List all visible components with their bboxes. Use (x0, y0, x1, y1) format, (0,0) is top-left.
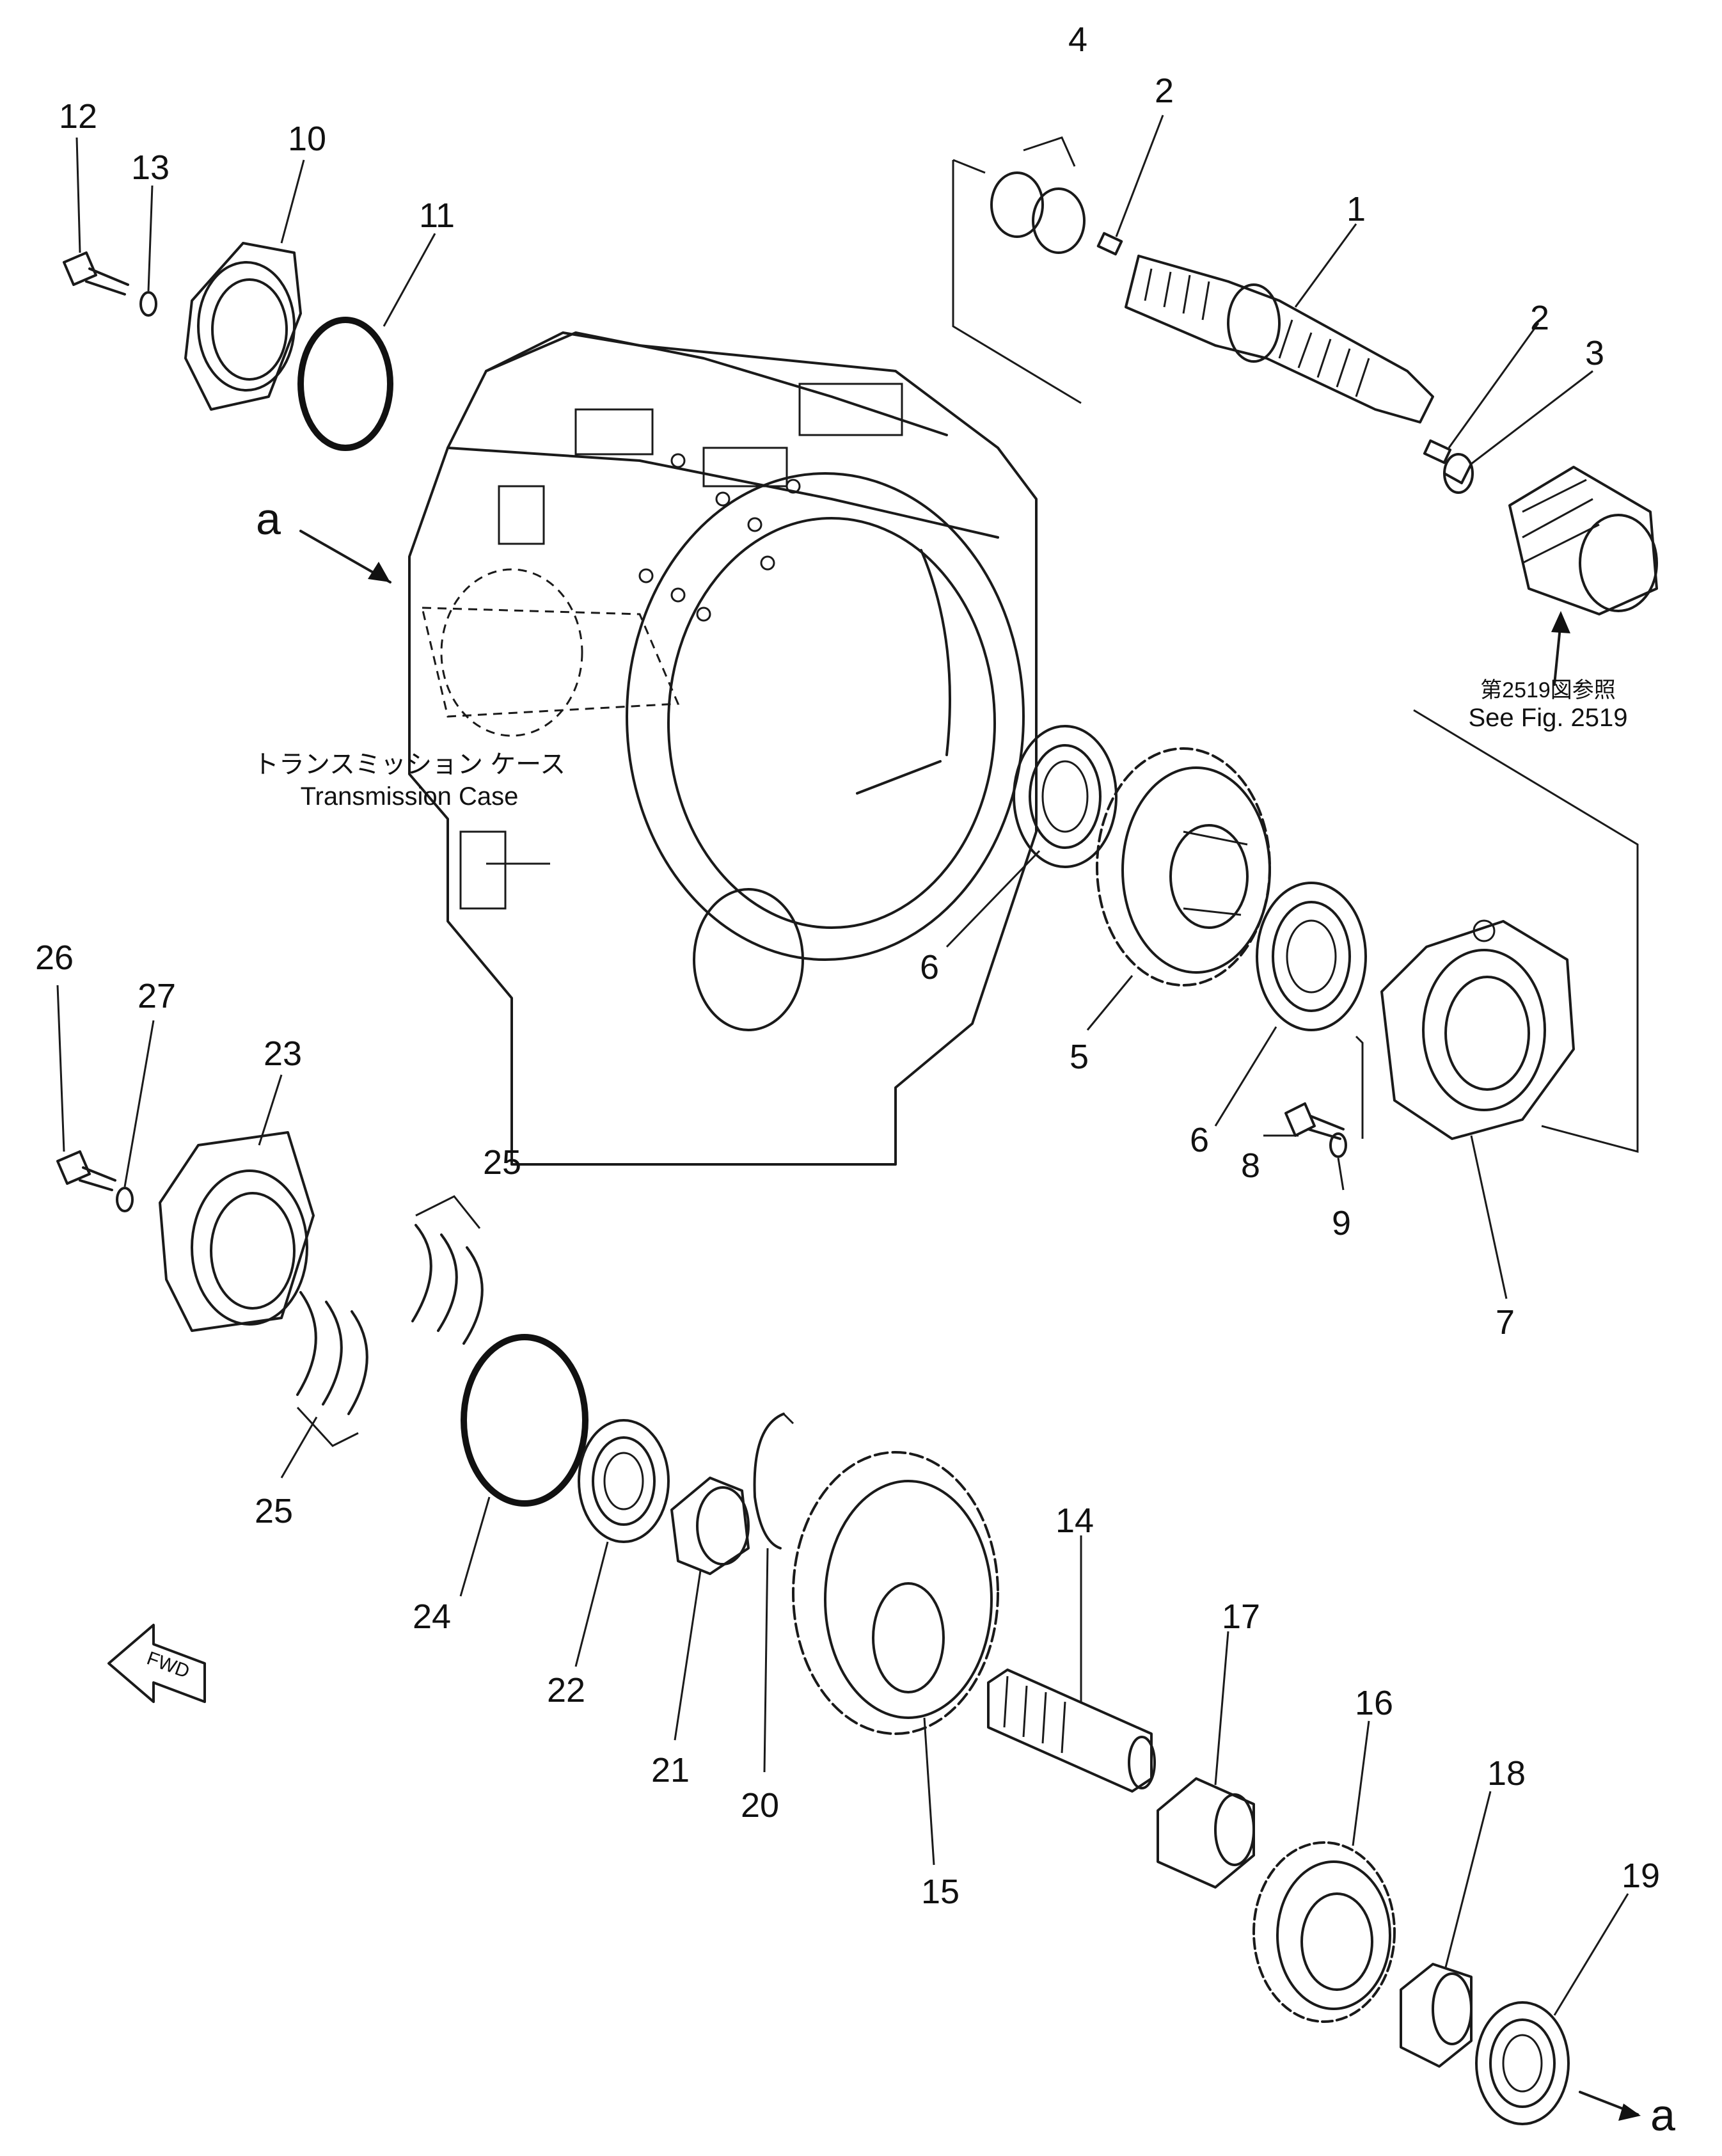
case-label-japanese: トランスミッション ケース (253, 750, 565, 779)
callout-11: 11 (419, 196, 455, 235)
part-22-bearing (578, 1419, 670, 1543)
callout-23: 23 (264, 1034, 302, 1073)
part-3-bushing (1443, 453, 1474, 494)
part-24-o-ring (461, 1334, 588, 1507)
part-13-washer (139, 291, 157, 317)
callout-4: 4 (1068, 20, 1087, 59)
callout-18: 18 (1487, 1754, 1526, 1793)
callout-10: 10 (288, 120, 326, 158)
callout-7: 7 (1496, 1303, 1515, 1342)
part-26-bolt (56, 1150, 116, 1191)
part-11-o-ring (297, 317, 393, 451)
part-7-retainer (1380, 919, 1575, 1140)
reference-label-english: See Fig. 2519 (1468, 704, 1627, 732)
part-4-shim-ring-a (990, 171, 1044, 238)
callout-numbers: 12 13 10 11 4 2 1 2 3 6 5 6 8 9 7 26 27 … (35, 20, 1660, 1911)
callout-21: 21 (651, 1751, 690, 1789)
callout-1: 1 (1347, 190, 1366, 228)
callout-6-lower: 6 (1190, 1121, 1209, 1159)
part-21-bushing (670, 1477, 750, 1575)
part-1-shaft (1125, 255, 1434, 424)
part-10-cover (184, 242, 302, 411)
bracket-part-4 (952, 160, 1082, 404)
arrowhead-start-icon (368, 562, 390, 582)
part-15-gear (792, 1451, 999, 1735)
fwd-direction-icon (107, 1624, 206, 1703)
arrow-marker-start: a (256, 494, 281, 544)
callout-19: 19 (1622, 1857, 1660, 1895)
part-6-bearing-a (1013, 725, 1118, 868)
transmission-case (408, 331, 1038, 1166)
part-17-collar (1157, 1777, 1255, 1889)
bracket-part-7 (1355, 709, 1639, 1153)
callout-15: 15 (921, 1873, 960, 1911)
reference-label-japanese: 第2519図参照 (1480, 678, 1616, 702)
callout-24: 24 (413, 1597, 451, 1636)
arrow-marker-end: a (1650, 2090, 1675, 2140)
callout-2-lower: 2 (1530, 299, 1549, 337)
part-5-gear (1096, 747, 1271, 987)
callout-26: 26 (35, 939, 74, 977)
part-25-shims-lower (296, 1291, 368, 1447)
part-25-shims-upper (411, 1195, 484, 1345)
callout-6-upper: 6 (920, 948, 939, 987)
part-12-bolt (63, 251, 129, 296)
part-8-bolt (1284, 1102, 1345, 1140)
part-2-spring-pin-a (1096, 232, 1123, 256)
callout-25-lower: 25 (255, 1492, 293, 1530)
referenced-clutch-drum (1508, 466, 1658, 615)
callout-25-upper: 25 (483, 1143, 521, 1182)
part-19-bearing (1475, 2001, 1570, 2125)
leader-lines (56, 115, 1629, 2016)
arrowhead-end-icon (1618, 2104, 1641, 2121)
callout-20: 20 (741, 1786, 779, 1825)
part-14-shaft (987, 1669, 1156, 1793)
callout-27: 27 (138, 977, 176, 1015)
callout-2-upper: 2 (1155, 72, 1174, 110)
part-27-washer (116, 1187, 134, 1212)
arrowhead-drum-icon (1551, 611, 1570, 633)
callout-12: 12 (59, 97, 97, 136)
case-label-english: Transmission Case (301, 782, 519, 811)
part-20-snap-ring (753, 1413, 794, 1550)
callout-14: 14 (1055, 1502, 1094, 1540)
fwd-label: FWD (144, 1647, 192, 1682)
part-18-bushing (1400, 1963, 1473, 2068)
part-16-gear (1252, 1841, 1396, 2023)
part-4-shim-ring-b (1032, 187, 1086, 254)
callout-22: 22 (547, 1671, 585, 1709)
callout-13: 13 (131, 148, 170, 187)
callout-3: 3 (1585, 334, 1604, 372)
callout-9: 9 (1332, 1204, 1351, 1242)
part-2-spring-pin-b (1423, 439, 1452, 464)
part-23-cover (159, 1131, 315, 1332)
callout-5: 5 (1070, 1038, 1089, 1076)
callout-16: 16 (1355, 1684, 1393, 1722)
part-6-bearing-b (1256, 882, 1367, 1031)
callout-8: 8 (1241, 1146, 1260, 1185)
callout-17: 17 (1222, 1597, 1260, 1636)
part-9-washer (1329, 1132, 1347, 1158)
